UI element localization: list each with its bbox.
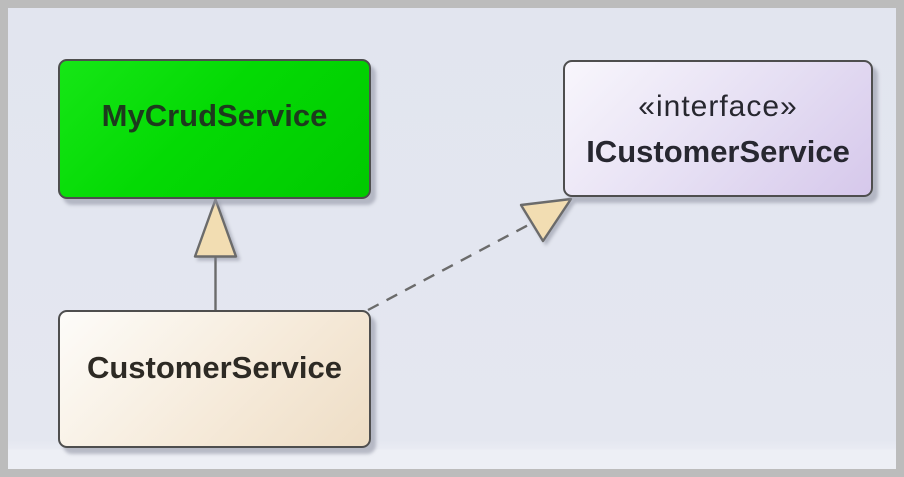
- realization-connector[interactable]: [367, 197, 573, 312]
- class-name-label: MyCrudService: [101, 98, 328, 133]
- interface-node-icustomerservice[interactable]: «interface» ICustomerService: [563, 60, 873, 197]
- realization-arrowhead[interactable]: [519, 197, 573, 243]
- generalization-arrowhead[interactable]: [193, 198, 238, 258]
- interface-name-label: ICustomerService: [586, 133, 850, 169]
- class-node-mycrudservice[interactable]: MyCrudService: [58, 59, 371, 199]
- generalization-connector[interactable]: [193, 198, 238, 311]
- class-node-customerservice[interactable]: CustomerService: [58, 310, 371, 448]
- stereotype-label: «interface»: [638, 89, 798, 123]
- class-name-label: CustomerService: [86, 350, 342, 385]
- realization-line[interactable]: [367, 221, 533, 312]
